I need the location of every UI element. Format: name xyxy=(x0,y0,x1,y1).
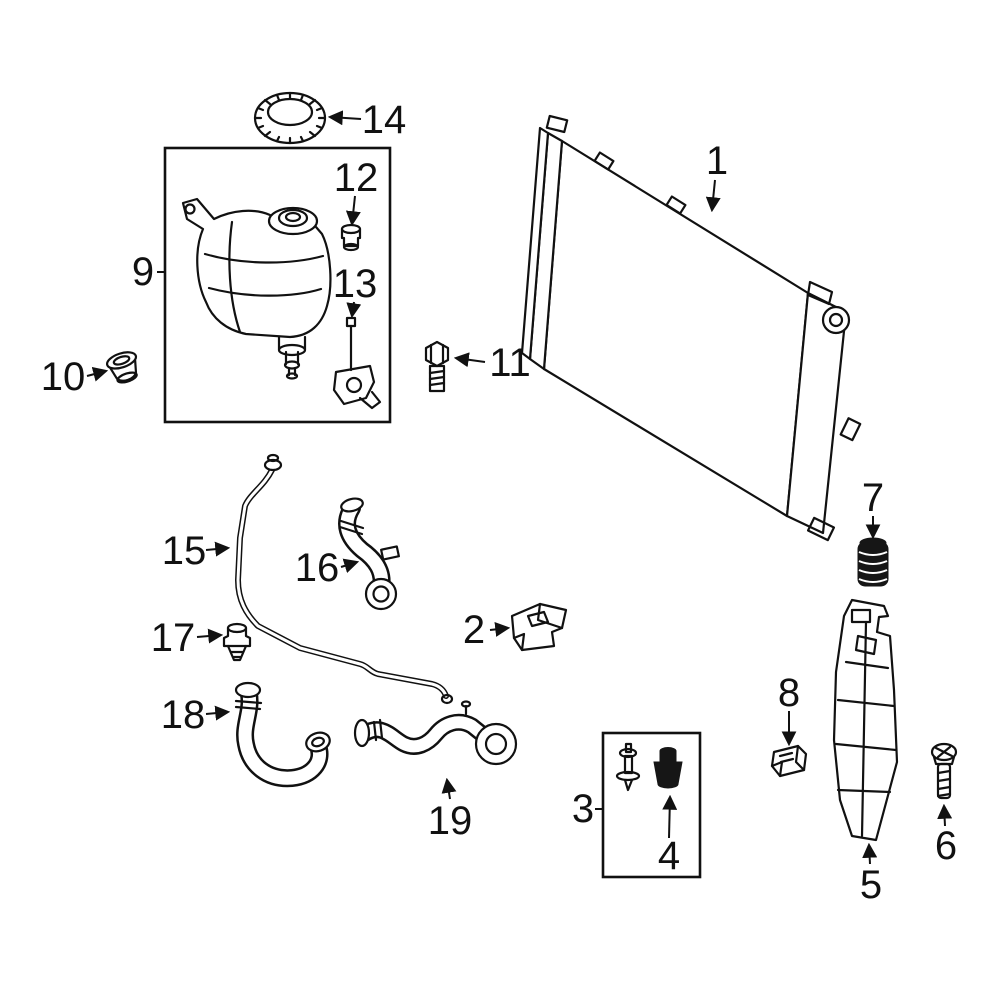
callout-3: 3 xyxy=(572,787,594,831)
callout-11-arrow xyxy=(453,352,486,368)
callout-10-arrow xyxy=(86,366,109,382)
callout-19: 19 xyxy=(428,799,473,843)
callout-7: 7 xyxy=(862,476,884,520)
callout-14: 14 xyxy=(362,98,407,142)
callout-16: 16 xyxy=(295,546,340,590)
expansion-tank-drawing xyxy=(181,197,332,380)
callout-labels: 1 2 3 4 5 6 7 8 9 10 11 12 13 14 15 16 1… xyxy=(41,98,957,907)
callout-18-arrow xyxy=(205,705,231,721)
hose-drawing xyxy=(234,681,331,788)
screw-drawing xyxy=(930,742,958,800)
rubber-buffer-drawing xyxy=(857,537,889,587)
clip-drawing xyxy=(770,744,808,778)
level-sensor-drawing xyxy=(332,316,382,410)
callout-12: 12 xyxy=(334,156,379,200)
expansion-tank-box xyxy=(163,146,392,424)
callout-11: 11 xyxy=(489,341,531,385)
callout-1: 1 xyxy=(706,139,728,183)
grommet-drawing xyxy=(105,351,138,384)
bolt-drawing xyxy=(424,340,450,393)
lower-hose-drawing xyxy=(353,700,518,766)
bracket-drawing xyxy=(510,602,568,652)
callout-5-arrow xyxy=(862,842,878,865)
callout-4: 4 xyxy=(658,834,680,878)
upper-hose-drawing xyxy=(338,497,400,611)
callout-14-arrow xyxy=(327,110,362,126)
callout-5: 5 xyxy=(860,863,882,907)
callout-19-arrow xyxy=(441,777,457,800)
callout-2: 2 xyxy=(463,608,485,652)
callout-17: 17 xyxy=(151,616,196,660)
callout-1-arrow xyxy=(705,179,721,213)
callout-10: 10 xyxy=(41,355,86,399)
mounting-panel-drawing xyxy=(832,598,899,842)
callout-15-arrow xyxy=(205,541,231,557)
plug-drawing xyxy=(653,747,683,789)
callout-15: 15 xyxy=(162,529,207,573)
fastener-screw-drawing xyxy=(615,742,641,792)
callout-13: 13 xyxy=(333,262,378,306)
callout-6-arrow xyxy=(937,803,953,827)
callout-16-arrow xyxy=(340,558,360,573)
callout-4-arrow xyxy=(662,794,678,839)
cap-drawing xyxy=(253,91,327,145)
fastener-kit-box xyxy=(601,731,702,879)
callout-17-arrow xyxy=(196,628,224,644)
callout-13-arrow xyxy=(346,301,362,319)
callout-9: 9 xyxy=(132,250,154,294)
callout-2-arrow xyxy=(489,621,511,637)
callout-18: 18 xyxy=(161,693,206,737)
callout-arrows xyxy=(86,110,953,865)
callout-6: 6 xyxy=(935,824,957,868)
callout-12-arrow xyxy=(345,195,361,227)
bushing-drawing xyxy=(340,223,362,252)
radiator-drawing xyxy=(520,114,862,542)
drain-plug-drawing xyxy=(222,622,252,662)
callout-8: 8 xyxy=(778,671,800,715)
vent-pipe-drawing xyxy=(235,453,454,705)
